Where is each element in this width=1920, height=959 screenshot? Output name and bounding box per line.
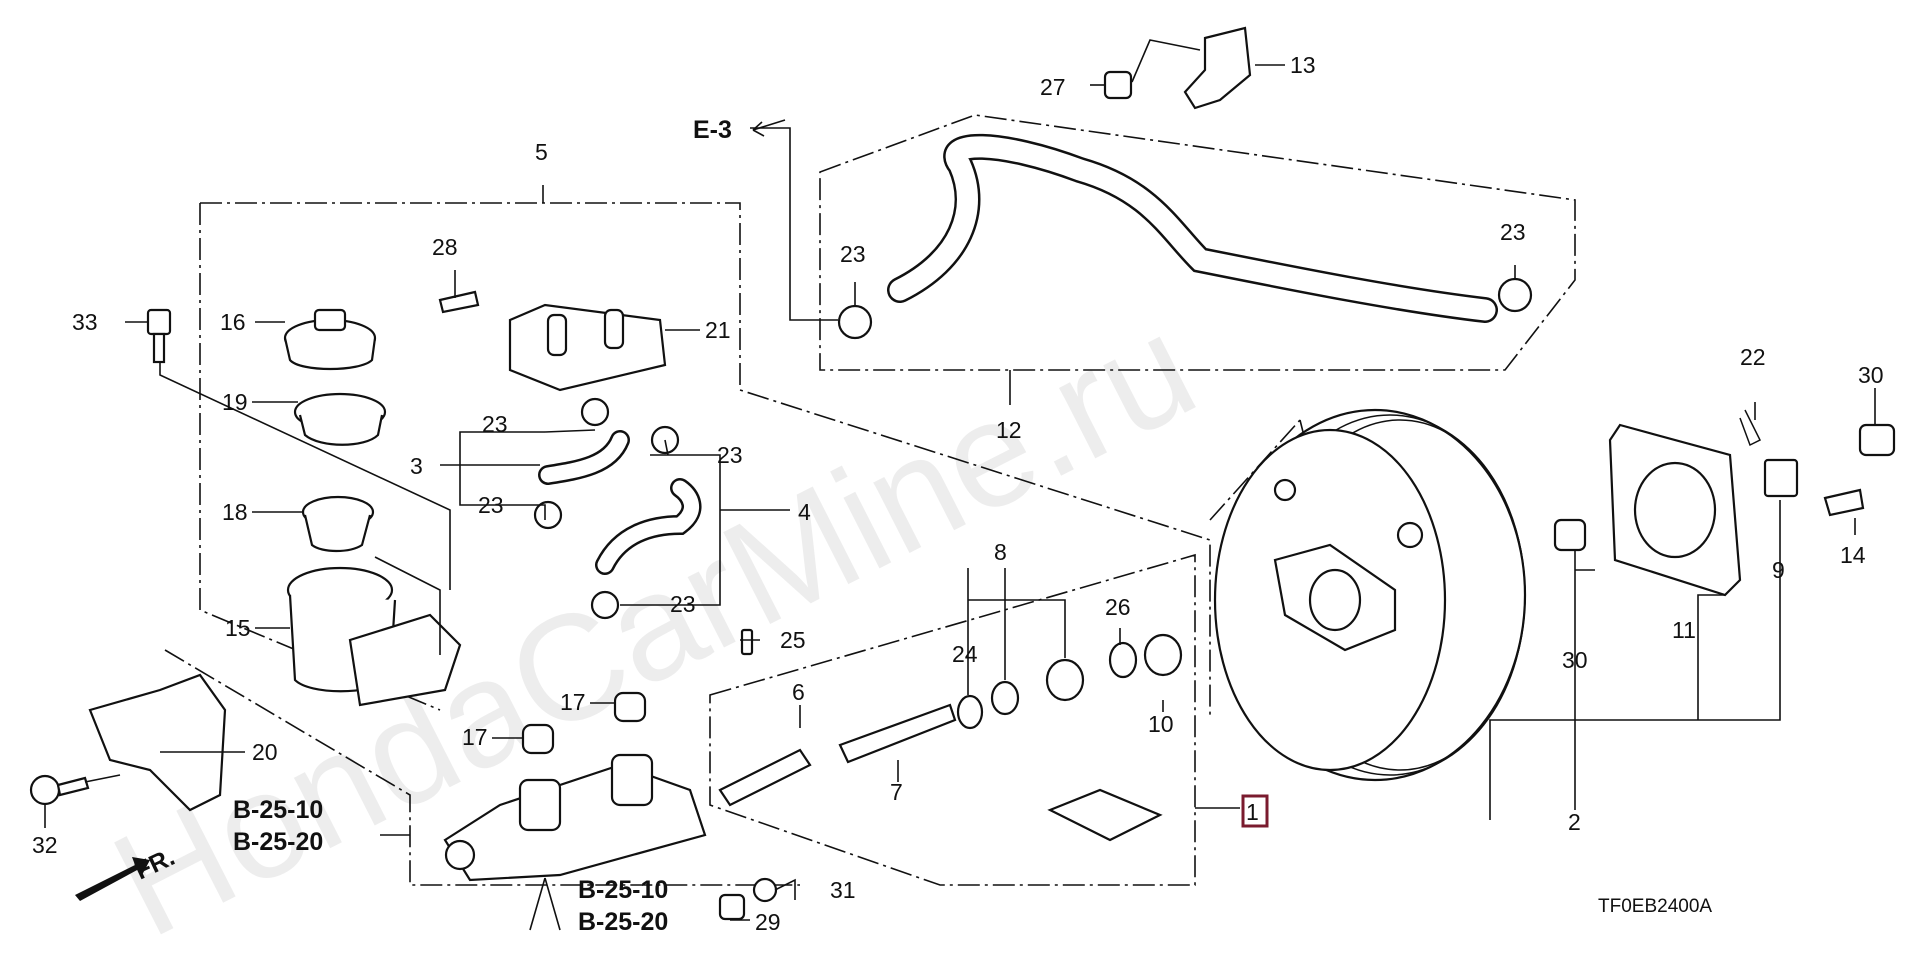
primary-piston-7 (838, 703, 957, 764)
callout-29[interactable]: 29 (755, 909, 781, 935)
callout-15[interactable]: 15 (225, 615, 251, 641)
callout-13[interactable]: 13 (1290, 52, 1316, 78)
callout-24[interactable]: 24 (952, 641, 978, 667)
hose-3-inner (540, 432, 628, 483)
group-box-5 (200, 202, 1211, 715)
reservoir-15 (286, 566, 462, 707)
clevis-9 (1763, 458, 1799, 498)
group-box-12 (819, 114, 1576, 371)
callout-18[interactable]: 18 (222, 499, 248, 525)
ref-b2a[interactable]: B-25-10 (578, 876, 668, 904)
callout-4[interactable]: 4 (798, 499, 811, 525)
bracket-20 (88, 673, 227, 812)
nut-27 (1103, 70, 1133, 100)
callouts: 1 2 3 4 5 6 7 8 9 10 11 12 13 14 15 16 1… (32, 52, 1884, 935)
callout-7[interactable]: 7 (890, 779, 903, 805)
hose-clamp-23-left (837, 304, 873, 340)
callout-23f[interactable]: 23 (670, 591, 696, 617)
callout-2[interactable]: 2 (1568, 809, 1581, 835)
callout-3[interactable]: 3 (410, 453, 423, 479)
leader-lines (44, 39, 1876, 931)
callout-5[interactable]: 5 (535, 139, 548, 165)
seal-10 (1143, 633, 1183, 677)
callout-8[interactable]: 8 (994, 539, 1007, 565)
ref-b1b[interactable]: B-25-20 (233, 828, 323, 856)
ref-e3-arrow (752, 119, 786, 137)
vacuum-hose-inner (889, 136, 1496, 321)
hose-clamp-23-d (590, 590, 620, 620)
seal-31 (752, 877, 778, 903)
callout-14[interactable]: 14 (1840, 542, 1866, 568)
callout-30a[interactable]: 30 (1562, 647, 1588, 673)
clip-22 (1739, 409, 1762, 447)
callout-26[interactable]: 26 (1105, 594, 1131, 620)
snap-ring-26 (1108, 641, 1138, 679)
ref-b1a[interactable]: B-25-10 (233, 796, 323, 824)
callout-16[interactable]: 16 (220, 309, 246, 335)
bolt-28 (438, 290, 480, 314)
seal-kit (1047, 788, 1163, 842)
highlight-box-1 (1241, 794, 1269, 828)
hose-4-inner (597, 480, 699, 573)
strainer-18 (301, 495, 375, 553)
callout-25[interactable]: 25 (780, 627, 806, 653)
callout-28[interactable]: 28 (432, 234, 458, 260)
diagram-code: TF0EB2400A (1598, 896, 1712, 917)
reservoir-cap-16 (283, 308, 377, 371)
hose-bracket-13 (1183, 26, 1252, 110)
nut-30-right (1858, 423, 1896, 457)
booster-gasket (1608, 423, 1742, 597)
callout-9[interactable]: 9 (1772, 557, 1785, 583)
seal-19 (293, 392, 387, 446)
callout-23d[interactable]: 23 (478, 492, 504, 518)
callout-27[interactable]: 27 (1040, 74, 1066, 100)
callout-30b[interactable]: 30 (1858, 362, 1884, 388)
reservoir-tank-21 (508, 303, 667, 392)
callout-12[interactable]: 12 (996, 417, 1022, 443)
callout-1[interactable]: 1 (1246, 799, 1259, 825)
callout-23a[interactable]: 23 (840, 241, 866, 267)
vacuum-hose (887, 133, 1498, 323)
piston-cup (1045, 658, 1085, 702)
callout-21[interactable]: 21 (705, 317, 731, 343)
callout-23c[interactable]: 23 (482, 411, 508, 437)
callout-19[interactable]: 19 (222, 389, 248, 415)
callout-22[interactable]: 22 (1740, 344, 1766, 370)
bolt-33 (146, 308, 172, 364)
seal-8 (990, 680, 1020, 716)
pin-14 (1823, 488, 1865, 517)
ref-e3[interactable]: E-3 (693, 116, 732, 144)
bolt-32 (29, 774, 90, 806)
ref-b2b[interactable]: B-25-20 (578, 908, 668, 936)
group-box-1 (709, 553, 1196, 886)
o-ring-24 (956, 694, 984, 730)
hose-clamp-23-right (1497, 277, 1533, 313)
callout-23e[interactable]: 23 (717, 442, 743, 468)
pin-25 (740, 628, 754, 656)
callout-20[interactable]: 20 (252, 739, 278, 765)
group-box-20 (164, 649, 800, 886)
hose-clamp-23-c (533, 500, 563, 530)
brake-booster (1213, 408, 1527, 782)
callout-23b[interactable]: 23 (1500, 219, 1526, 245)
callout-31[interactable]: 31 (830, 877, 856, 903)
callout-6[interactable]: 6 (792, 679, 805, 705)
callout-11[interactable]: 11 (1672, 617, 1696, 643)
secondary-piston-6 (718, 748, 812, 807)
callout-17b[interactable]: 17 (560, 689, 586, 715)
master-cylinder (443, 753, 707, 882)
grommet-17-b (613, 691, 647, 723)
callout-32[interactable]: 32 (32, 832, 58, 858)
callout-10[interactable]: 10 (1148, 711, 1174, 737)
callout-33[interactable]: 33 (72, 309, 98, 335)
grommet-17-a (521, 723, 555, 755)
nut-30-left (1553, 518, 1587, 552)
nut-29 (718, 893, 746, 921)
callout-17a[interactable]: 17 (462, 724, 488, 750)
hose-clamp-23-a (580, 397, 610, 427)
watermark-text: HondaCarMine.ru (88, 281, 1219, 959)
